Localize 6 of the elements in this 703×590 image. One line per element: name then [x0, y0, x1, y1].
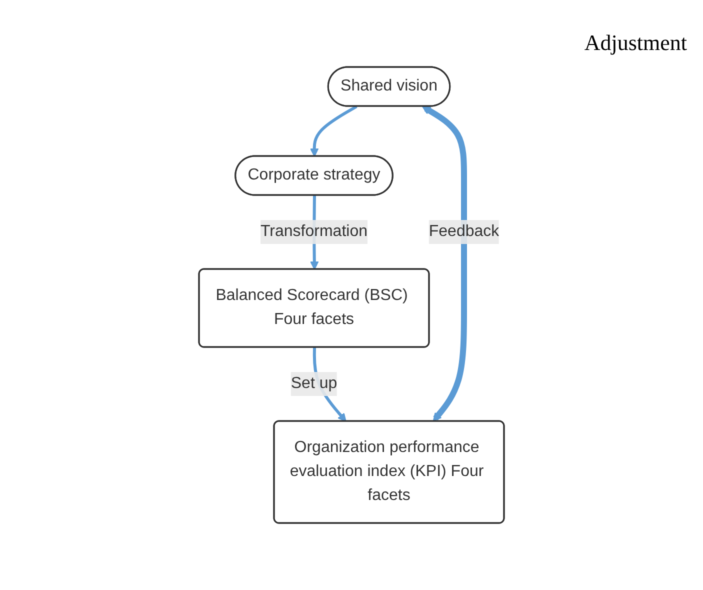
arrow [310, 105, 358, 157]
edge-label: Transformation [260, 223, 368, 240]
edge-label: Feedback [428, 223, 500, 240]
edge-label: Set up [290, 375, 338, 392]
annotation-text: Adjustment [584, 30, 687, 56]
arrow [422, 106, 467, 422]
